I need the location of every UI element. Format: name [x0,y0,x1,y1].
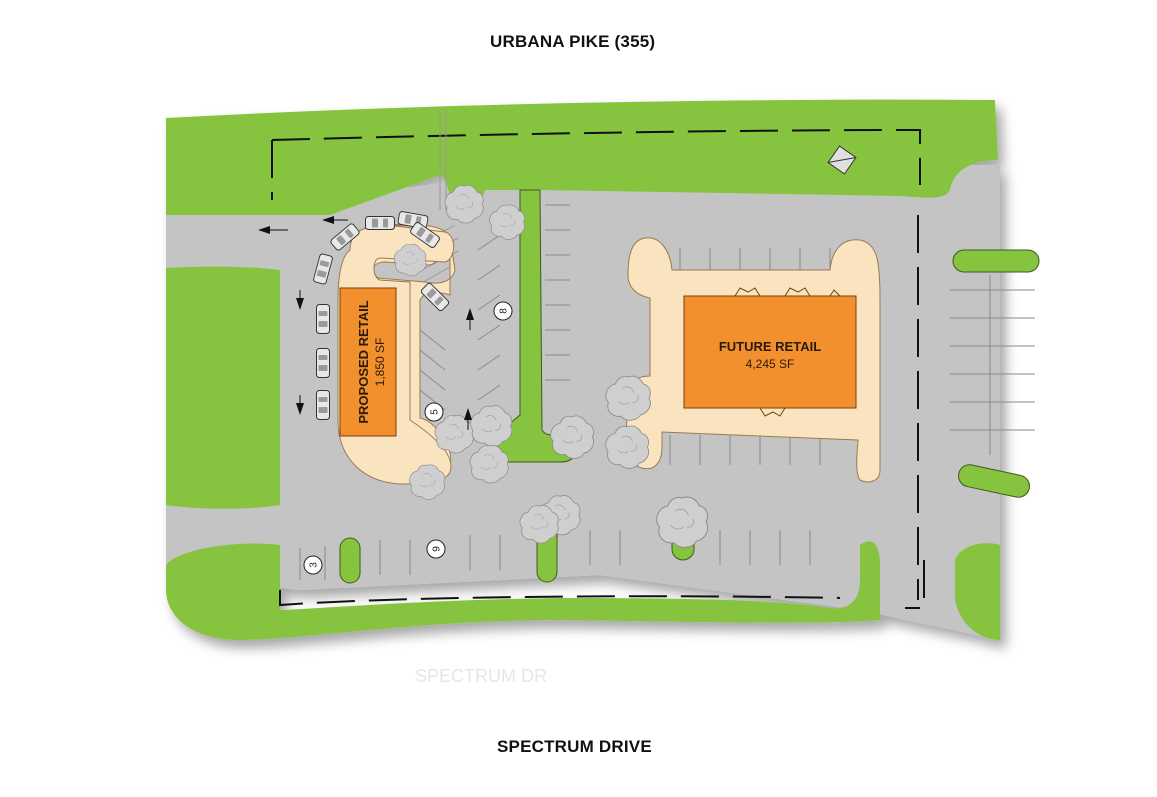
parking-stalls [299,204,1035,580]
parking-count-5: 5 [424,402,444,422]
car-icon [316,348,330,378]
parking-count-text: 9 [432,546,443,552]
future-building-entries [734,287,841,417]
north-grass-strip [166,99,998,431]
southeast-grass [955,543,1000,640]
car-icon [316,304,330,334]
parking-count-3: 3 [303,555,323,575]
arrow-icon [258,226,288,234]
traffic-arrows [258,216,474,430]
car-icon [316,390,330,420]
north-street-label: URBANA PIKE (355) [490,32,656,51]
arrow-icon [296,395,304,415]
arrow-icon [322,216,348,224]
proposed-retail-building [339,287,397,437]
parking-count-badges: 8 5 9 3 [303,301,513,575]
future-retail-area: 4,245 SF [746,357,795,371]
future-retail-title: FUTURE RETAIL [719,339,821,354]
proposed-retail-area: 1,850 SF [373,338,387,387]
east-island-bottom [958,464,1030,498]
parking-count-8: 8 [493,301,513,321]
proposed-retail-label: PROPOSED RETAIL 1,850 SF [356,300,387,423]
south-grass-strip [166,541,880,640]
dumpster-icon [827,145,857,175]
property-lines [271,128,925,609]
arrow-icon [464,408,472,430]
east-island-top [952,249,1040,273]
car-icon [365,216,395,230]
parking-count-9: 9 [426,539,446,559]
south-street-faint-label: SPECTRUM DR [415,666,548,686]
parking-count-text: 8 [499,308,510,314]
south-street-label: SPECTRUM DRIVE [497,737,652,756]
arrow-icon [466,308,474,330]
proposed-retail-title: PROPOSED RETAIL [356,300,371,423]
south-island-1 [339,537,361,584]
future-retail-building [683,295,857,409]
parking-count-text: 5 [430,409,441,415]
west-grass [166,266,280,509]
parking-count-text: 3 [309,562,320,568]
arrow-icon [296,290,304,310]
